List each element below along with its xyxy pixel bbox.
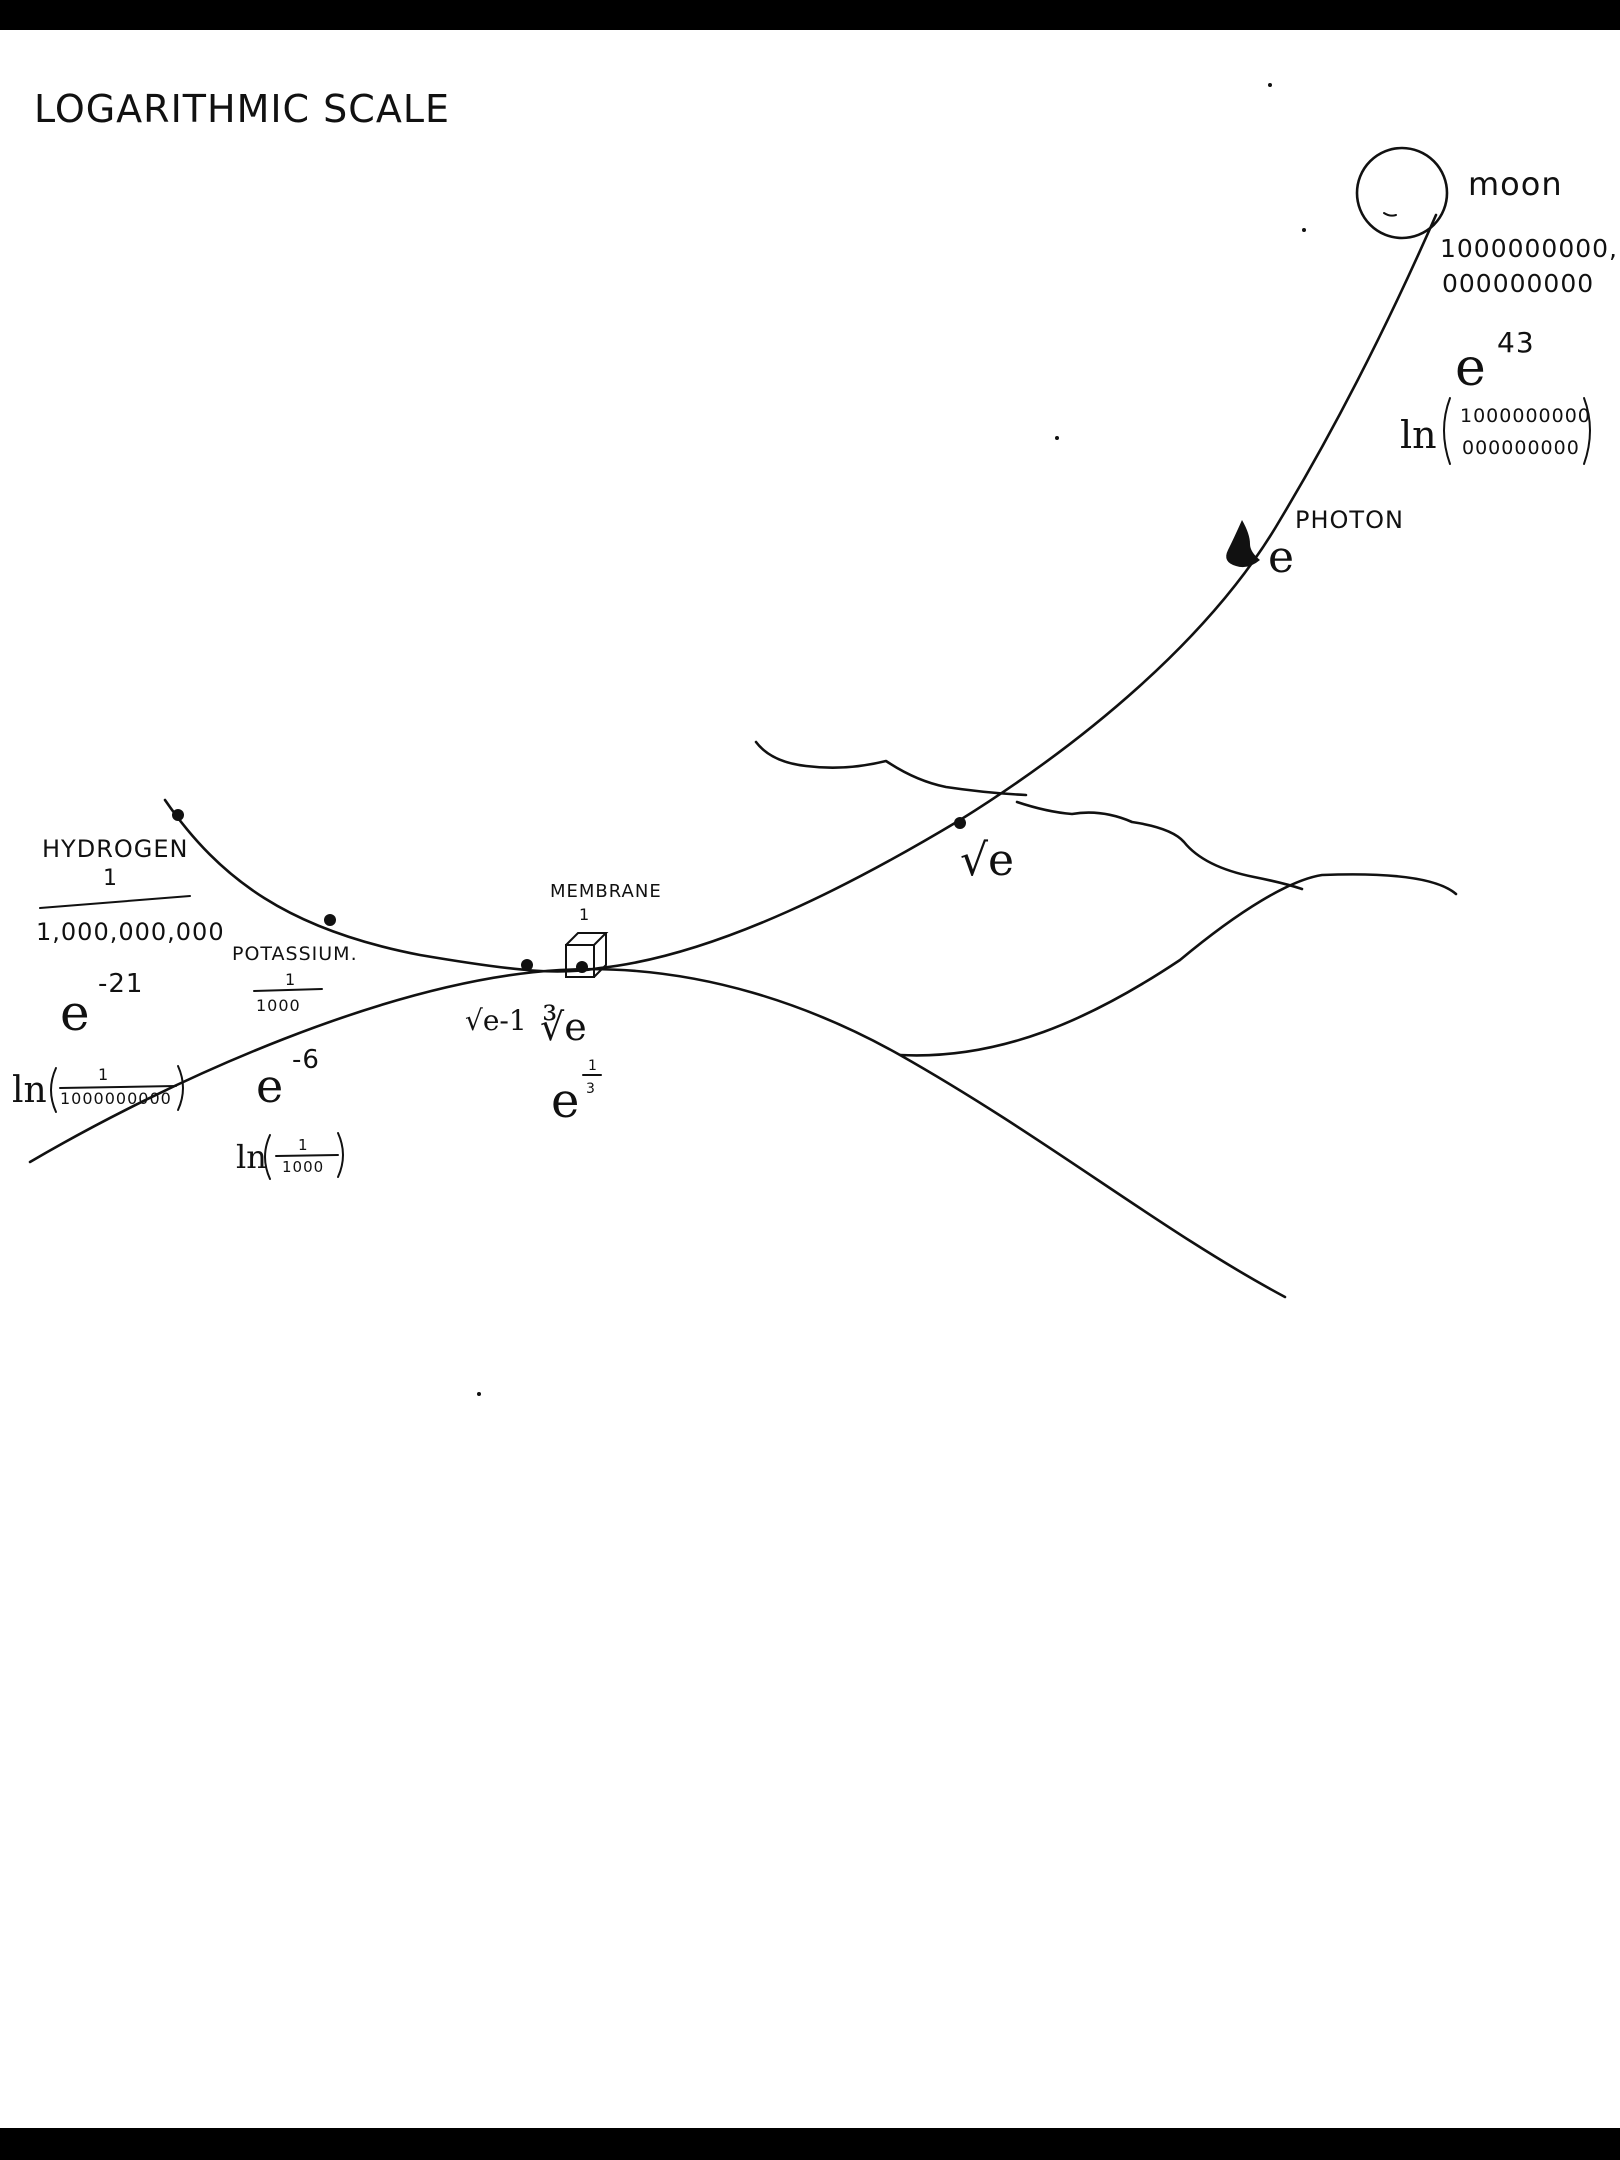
membrane-count: 1 xyxy=(579,905,590,924)
stray-mark xyxy=(1268,83,1272,87)
hydrogen-ln-bar xyxy=(59,1085,177,1089)
hydrogen-ln-paren-left xyxy=(50,1067,57,1113)
potassium-exp-base: e xyxy=(256,1059,283,1113)
hydrogen-frac-den: 1,000,000,000 xyxy=(36,918,225,946)
moon-ln-paren-left xyxy=(1443,397,1451,465)
moon-crater xyxy=(1383,212,1397,217)
membrane-exp-den: 3 xyxy=(586,1081,596,1097)
membrane-cube-root: ∛e xyxy=(540,1004,587,1049)
moon-ln-num: 1000000000 xyxy=(1460,405,1591,427)
sqrt-e-dot xyxy=(954,817,966,829)
moon-label: moon xyxy=(1468,165,1563,203)
moon-exp-power: 43 xyxy=(1497,326,1535,359)
lower-hill-curve xyxy=(28,967,1287,1299)
main-scale-curve xyxy=(163,213,1438,973)
membrane-exp-base: e xyxy=(551,1073,579,1129)
cloud-left xyxy=(754,740,1028,797)
potassium-ln-paren-right xyxy=(337,1132,344,1178)
stray-mark xyxy=(1055,436,1059,440)
hydrogen-ln-paren-right xyxy=(177,1065,184,1111)
membrane-dot xyxy=(576,961,588,973)
potassium-label: POTASSIUM. xyxy=(232,943,358,965)
photon-label: PHOTON xyxy=(1295,506,1404,534)
membrane-exp-num: 1 xyxy=(588,1058,598,1074)
membrane-cube-icon xyxy=(565,932,609,978)
moon-drawing xyxy=(1355,146,1449,240)
photon-icon xyxy=(1226,520,1260,568)
stray-mark xyxy=(1302,228,1306,232)
hydrogen-exp-base: e xyxy=(60,984,90,1042)
cloud-right xyxy=(1015,800,1304,891)
potassium-ln: ln xyxy=(236,1138,267,1176)
potassium-frac-num: 1 xyxy=(285,970,296,989)
potassium-ln-num: 1 xyxy=(298,1136,309,1154)
moon-exp-base: e xyxy=(1455,338,1486,398)
right-hill-curve xyxy=(898,873,1458,1057)
potassium-frac-bar xyxy=(253,988,323,992)
moon-number-line2: 000000000 xyxy=(1442,269,1594,298)
potassium-ln-bar xyxy=(275,1154,339,1157)
potassium-ln-den: 1000 xyxy=(282,1158,324,1176)
hydrogen-ln: ln xyxy=(12,1070,47,1111)
hydrogen-ln-num: 1 xyxy=(98,1065,109,1084)
moon-ln-den: 000000000 xyxy=(1462,437,1580,459)
moon-ln-paren-right xyxy=(1583,397,1591,465)
potassium-dot xyxy=(324,914,336,926)
top-border xyxy=(0,0,1620,30)
page-title: LOGARITHMIC SCALE xyxy=(34,87,450,131)
stray-mark xyxy=(477,1392,481,1396)
hydrogen-label: HYDROGEN xyxy=(42,835,188,863)
hydrogen-ln-den: 1000000000 xyxy=(60,1089,172,1108)
membrane-root-left: √e-1 xyxy=(465,1004,527,1037)
bottom-border xyxy=(0,2128,1620,2160)
moon-ln: ln xyxy=(1400,413,1437,457)
sqrt-e-label: √e xyxy=(960,835,1014,886)
potassium-ln-paren-left xyxy=(264,1134,271,1180)
photon-symbol: e xyxy=(1268,532,1294,583)
hydrogen-frac-num: 1 xyxy=(103,866,118,891)
hydrogen-frac-bar xyxy=(39,895,191,909)
potassium-exp-power: -6 xyxy=(292,1045,320,1075)
membrane-label: MEMBRANE xyxy=(550,881,662,902)
root-e-minus-1-dot xyxy=(521,959,533,971)
hydrogen-dot xyxy=(172,809,184,821)
potassium-frac-den: 1000 xyxy=(256,996,301,1015)
moon-number-line1: 1000000000, xyxy=(1440,234,1618,263)
hydrogen-exp-power: -21 xyxy=(98,969,143,999)
